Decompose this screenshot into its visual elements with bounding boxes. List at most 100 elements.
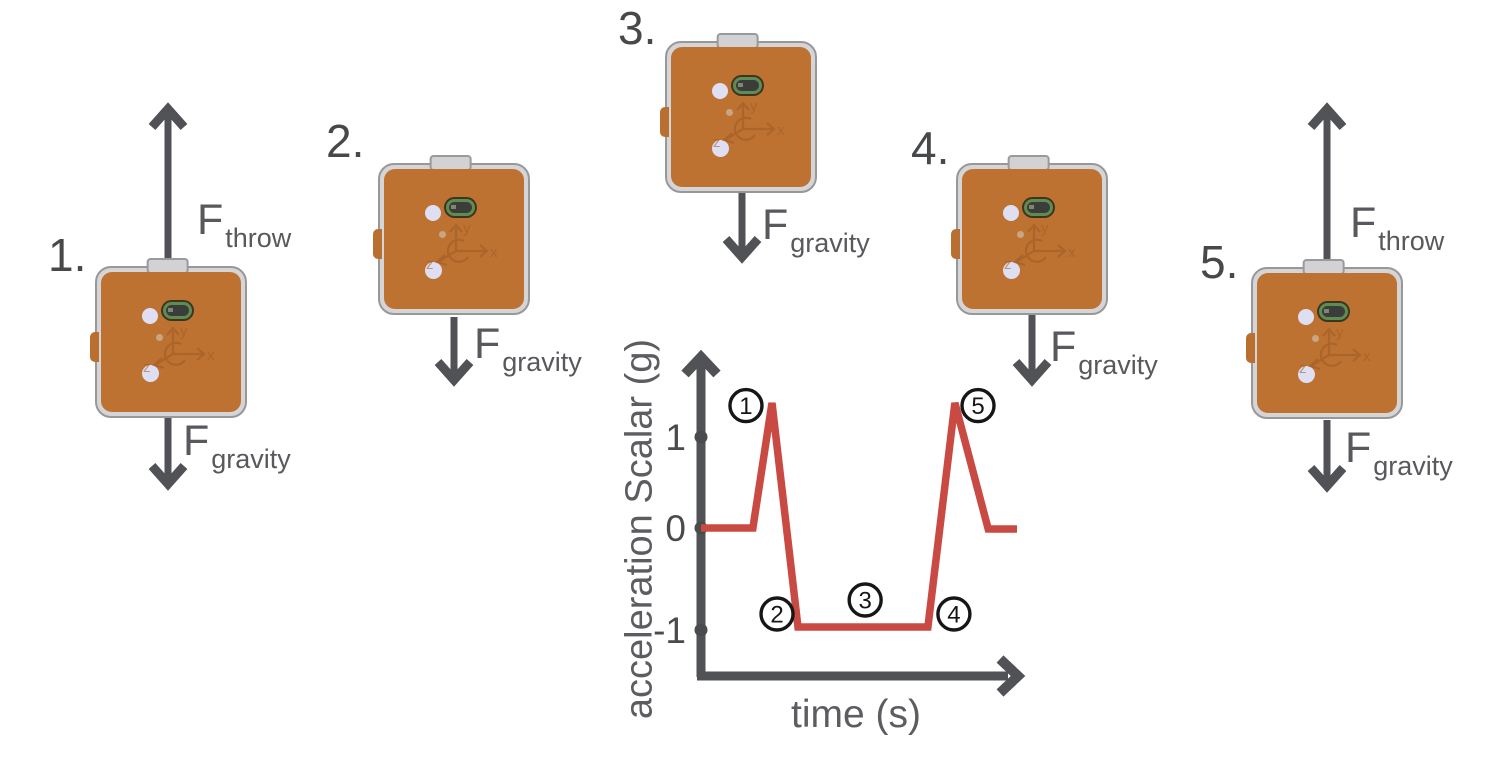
svg-text:z: z xyxy=(1004,256,1012,273)
device-side-tab xyxy=(1246,333,1255,363)
down-arrow-icon xyxy=(1012,315,1052,387)
sensor-device: y x z xyxy=(1246,259,1403,419)
device-face: y x z xyxy=(384,169,524,309)
svg-text:z: z xyxy=(426,256,434,273)
force-label-gravity: Fgravity xyxy=(474,323,582,376)
xyz-axes-etching-icon: y x z xyxy=(713,98,785,151)
circled-number-marker: 2 xyxy=(759,596,795,632)
power-indicator-icon xyxy=(163,302,192,319)
force-label-gravity: Fgravity xyxy=(762,204,870,257)
device-side-tab xyxy=(373,229,382,259)
led-icon xyxy=(142,308,158,324)
device-side-tab xyxy=(660,107,669,137)
svg-text:y: y xyxy=(463,220,471,237)
force-symbol: F xyxy=(1050,323,1077,371)
stage-number-4: 4. xyxy=(911,122,950,174)
up-arrow-icon xyxy=(148,102,188,268)
svg-text:5: 5 xyxy=(971,393,984,420)
svg-text:y: y xyxy=(750,98,758,115)
force-label-gravity: Fgravity xyxy=(1345,427,1453,480)
force-subscript: gravity xyxy=(211,444,291,474)
force-label-throw: Fthrow xyxy=(1350,202,1444,255)
force-subscript: throw xyxy=(1378,226,1445,256)
led-icon xyxy=(142,365,159,382)
force-symbol: F xyxy=(474,320,501,368)
svg-text:4: 4 xyxy=(947,602,960,629)
force-symbol: F xyxy=(762,201,789,249)
stage-number-2: 2. xyxy=(326,115,365,167)
sensor-device: y x z xyxy=(90,258,247,418)
acceleration-curve xyxy=(701,401,1017,631)
led-icon xyxy=(425,205,441,221)
down-arrow-icon xyxy=(1307,420,1347,493)
led-icon xyxy=(425,262,442,279)
down-arrow-icon xyxy=(148,418,188,491)
force-subscript: gravity xyxy=(502,347,582,377)
device-face: y x z xyxy=(1257,273,1397,413)
svg-text:y: y xyxy=(1041,220,1049,237)
svg-text:y: y xyxy=(1336,324,1344,341)
x-axis-label: time (s) xyxy=(791,693,921,736)
svg-text:x: x xyxy=(1363,348,1371,365)
y-tick-label-0: 0 xyxy=(665,508,686,549)
svg-text:x: x xyxy=(207,347,215,364)
led-icon xyxy=(1003,205,1019,221)
svg-text:y: y xyxy=(180,323,188,340)
down-arrow-icon xyxy=(434,317,474,387)
led-icon xyxy=(1003,262,1020,279)
led-icon xyxy=(712,140,729,157)
force-label-gravity: Fgravity xyxy=(1050,326,1158,379)
svg-text:x: x xyxy=(490,244,498,261)
y-tick-label-neg1: -1 xyxy=(653,610,686,651)
led-icon xyxy=(1298,366,1315,383)
force-symbol: F xyxy=(1350,199,1377,247)
svg-text:1: 1 xyxy=(739,393,752,420)
svg-text:3: 3 xyxy=(858,588,871,615)
device-face: y x z xyxy=(101,272,241,412)
circled-stage-markers: 1 2 3 4 5 xyxy=(728,387,996,632)
circled-number-marker: 4 xyxy=(936,596,972,632)
xyz-axes-etching-icon: y x z xyxy=(1299,324,1371,377)
xyz-axes-etching-icon: y x z xyxy=(426,220,498,273)
power-indicator-icon xyxy=(1319,303,1348,320)
sensor-device: y x z xyxy=(951,155,1108,315)
down-arrow-icon xyxy=(722,193,762,264)
force-symbol: F xyxy=(183,417,210,465)
small-dot-icon xyxy=(156,334,163,341)
device-side-tab xyxy=(90,332,99,362)
power-indicator-icon xyxy=(446,199,475,216)
svg-text:x: x xyxy=(777,122,785,139)
up-arrow-icon xyxy=(1307,102,1347,267)
svg-text:x: x xyxy=(1068,244,1076,261)
power-indicator-icon xyxy=(1024,199,1053,216)
stage-number-5: 5. xyxy=(1200,236,1239,288)
force-symbol: F xyxy=(1345,424,1372,472)
small-dot-icon xyxy=(1017,231,1024,238)
xyz-axes-etching-icon: y x z xyxy=(1004,220,1076,273)
led-icon xyxy=(1298,309,1314,325)
stage-number-1: 1. xyxy=(48,229,87,281)
xyz-axes-etching-icon: y x z xyxy=(143,323,215,376)
svg-text:z: z xyxy=(1299,360,1307,377)
circled-number-marker: 1 xyxy=(728,387,764,424)
y-tick-label-1: 1 xyxy=(665,417,686,458)
x-axis xyxy=(697,655,1026,697)
power-indicator-icon xyxy=(733,77,762,94)
acceleration-line xyxy=(701,401,1017,631)
device-face: y x z xyxy=(671,47,811,187)
force-label-throw: Fthrow xyxy=(197,199,291,252)
force-subscript: gravity xyxy=(1373,451,1453,481)
circled-number-marker: 5 xyxy=(960,387,996,424)
force-symbol: F xyxy=(197,196,224,244)
led-icon xyxy=(712,83,728,99)
force-subscript: gravity xyxy=(790,228,870,258)
small-dot-icon xyxy=(726,109,733,116)
sensor-device: y x z xyxy=(373,155,530,315)
device-face: y x z xyxy=(962,169,1102,309)
device-side-tab xyxy=(951,229,960,259)
circled-number-marker: 3 xyxy=(847,582,883,618)
svg-text:2: 2 xyxy=(770,602,783,629)
svg-text:z: z xyxy=(713,134,721,151)
